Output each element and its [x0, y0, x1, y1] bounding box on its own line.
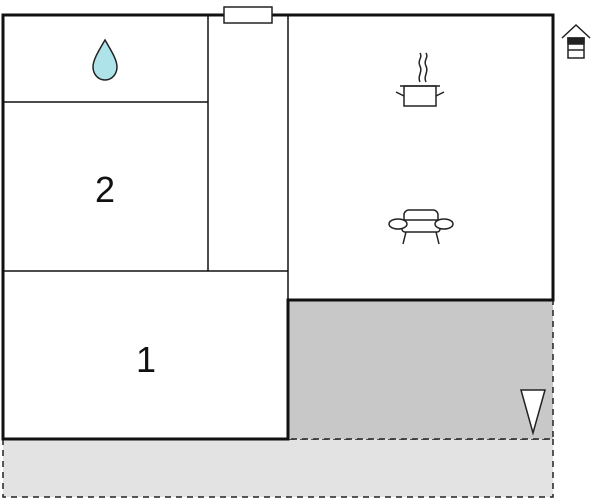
house-entrance-icon	[561, 23, 591, 59]
water-drop-icon	[92, 38, 118, 81]
interior-walls	[3, 15, 289, 300]
room-label-1: 1	[136, 339, 156, 380]
north-arrow-icon	[520, 389, 546, 436]
cooking-pot-icon	[395, 52, 445, 107]
sofa-icon	[388, 209, 454, 245]
outdoor-strip	[2, 438, 554, 498]
terrace	[287, 299, 554, 440]
top-wall-window	[223, 6, 273, 24]
room-label-2: 2	[95, 169, 115, 210]
